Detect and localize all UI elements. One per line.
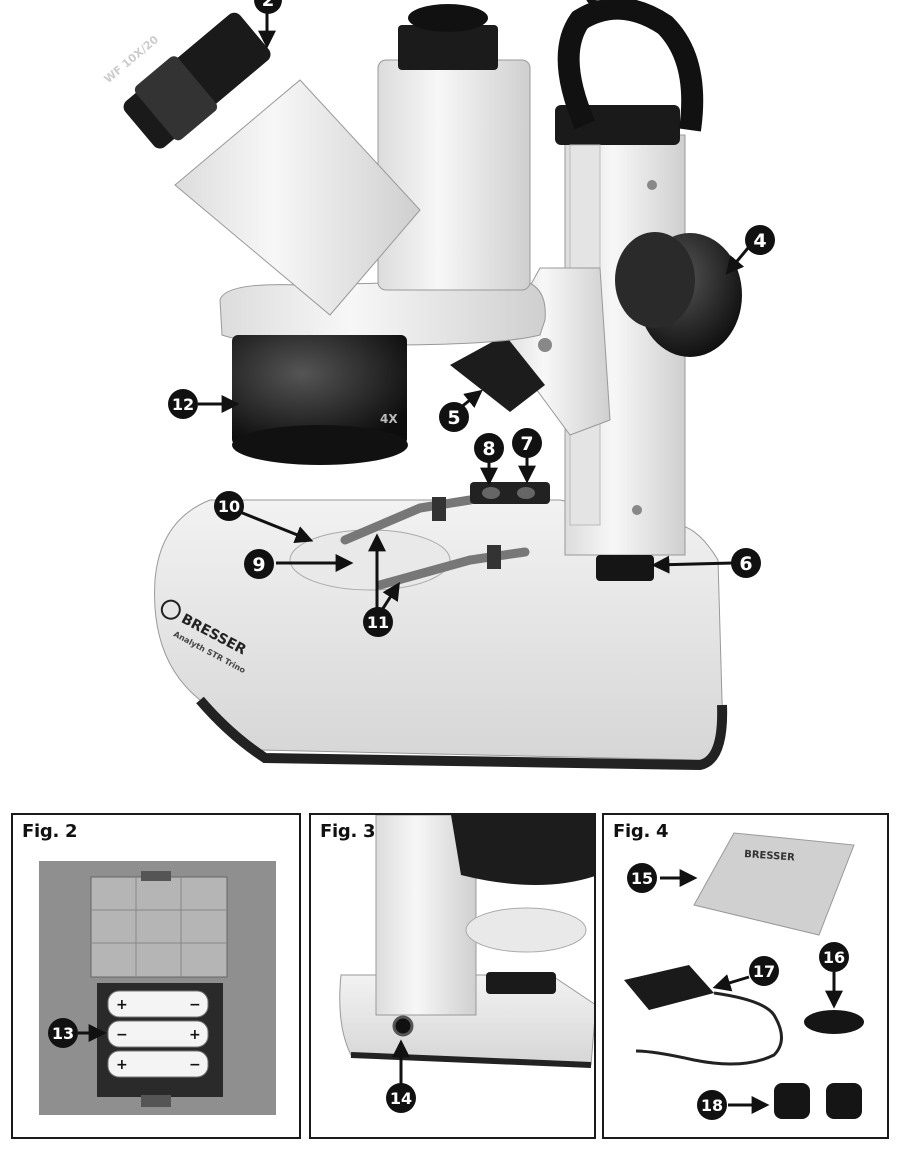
stage-clips [340,495,530,590]
svg-text:2: 2 [262,0,275,11]
callout-9: 9 [244,549,274,579]
figure-4-label: Fig. 4 [613,821,669,842]
carrying-handle [557,0,704,132]
battery-1-sign-a: + [116,997,128,1013]
filter-slider [470,482,550,504]
callout-8: 8 [474,433,504,463]
callout-5: 5 [439,402,469,432]
svg-text:4: 4 [753,230,766,252]
callout-3: 3 [586,0,612,8]
battery-3-sign-b: − [189,1057,201,1073]
svg-text:16: 16 [823,948,845,967]
callout-17: 17 [749,956,779,986]
battery-3-sign-a: + [116,1057,128,1073]
svg-text:5: 5 [447,407,460,429]
callout-14: 14 [386,1083,416,1113]
svg-text:11: 11 [367,613,389,632]
callout-4: 4 [745,225,775,255]
callout-16: 16 [819,942,849,972]
callout-10: 10 [214,491,244,521]
callout-11: 11 [363,607,393,637]
svg-text:17: 17 [753,962,775,981]
svg-text:12: 12 [172,395,194,414]
illumination-lamp [450,335,545,412]
svg-text:14: 14 [390,1089,412,1108]
svg-text:3: 3 [593,0,606,5]
figure-3-label: Fig. 3 [320,821,376,842]
callout-2: 2 [254,0,282,14]
callout-13: 13 [48,1018,78,1048]
accessories-illustration: BRESSER 15 16 17 18 [624,832,864,1120]
cloth-brand: BRESSER [744,849,796,864]
callout-arrows [198,3,750,611]
battery-2-sign-a: − [116,1027,128,1043]
svg-text:18: 18 [701,1096,723,1115]
callout-12: 12 [168,389,198,419]
power-socket-illustration: 14 [339,815,594,1113]
objective-marking: 4X [380,412,398,426]
power-switch [596,555,654,581]
svg-text:10: 10 [218,497,240,516]
figure-3-panel: Fig. 3 14 [309,813,596,1139]
svg-text:6: 6 [739,553,752,575]
callout-15: 15 [627,863,657,893]
svg-text:8: 8 [482,438,495,460]
callout-18: 18 [697,1090,727,1120]
figure-2-label: Fig. 2 [22,821,78,842]
callout-7: 7 [512,428,542,458]
focus-knob [615,232,742,357]
microscope-head: 4X WF 10X/20 [102,4,546,465]
figure-2-panel: Fig. 2 + − − + + − 13 [11,813,301,1139]
svg-text:15: 15 [631,869,653,888]
svg-text:7: 7 [520,433,533,455]
battery-1-sign-b: − [189,997,201,1013]
battery-compartment-illustration: + − − + + − 13 [39,861,276,1115]
battery-2-sign-b: + [189,1027,201,1043]
svg-text:9: 9 [252,554,265,576]
figure-4-panel: Fig. 4 BRESSER 15 16 17 18 [602,813,889,1139]
callout-6: 6 [731,548,761,578]
svg-text:13: 13 [52,1024,74,1043]
main-microscope-figure: 4X WF 10X/20 BRESSER Analyth STR Trino [102,0,775,771]
